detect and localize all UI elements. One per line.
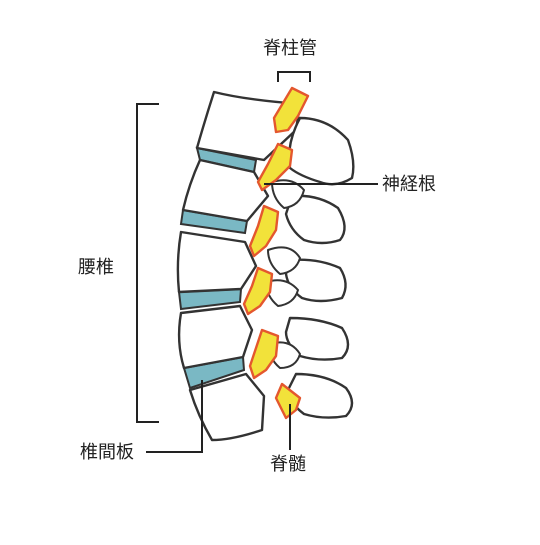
spinal-cord-segments	[242, 86, 310, 420]
vertebra-body-2	[181, 158, 270, 223]
label-intervertebral-disc: 椎間板	[80, 442, 134, 463]
leader-disc	[146, 380, 203, 453]
label-lumbar-spine: 腰椎	[78, 257, 114, 278]
label-nerve-root: 神経根	[382, 174, 436, 195]
process-1	[287, 116, 355, 186]
cord-segment-3	[248, 204, 280, 258]
bracket-spinal-canal	[277, 71, 311, 82]
vertebra-body-5	[188, 372, 266, 442]
vertebra-body-3	[176, 230, 258, 294]
vertebra-body-4	[177, 304, 254, 370]
bracket-lumbar	[136, 103, 159, 423]
process-2	[284, 194, 346, 245]
cord-segment-5	[248, 328, 280, 380]
label-spinal-cord: 脊髄	[270, 454, 306, 475]
cord-segment-1	[272, 86, 310, 134]
label-spinal-canal: 脊柱管	[263, 38, 317, 59]
cord-segment-4	[242, 266, 274, 316]
leader-lines	[146, 183, 378, 453]
posterior-processes	[284, 116, 355, 419]
